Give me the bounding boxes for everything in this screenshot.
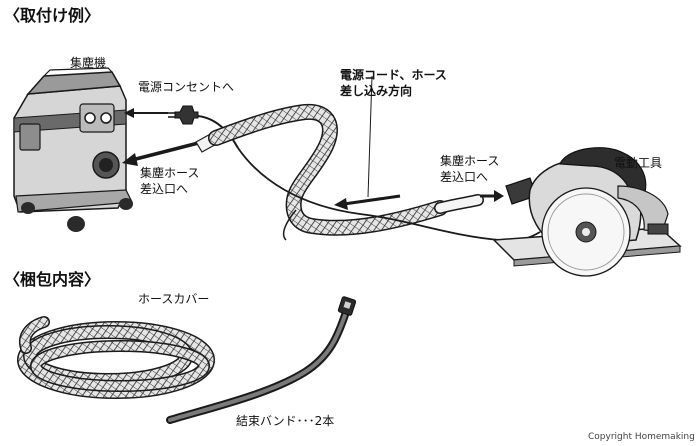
insertion-direction-arrow: [334, 75, 401, 210]
arrow-to-tool-port: [480, 190, 504, 202]
copyright-text: Copyright Homemaking: [588, 432, 695, 442]
label-tool-port-line2: 差込口へ: [440, 170, 489, 184]
section-title-contents: 〈梱包内容〉: [4, 270, 101, 289]
cable-tie-illustration: [166, 296, 357, 424]
label-power-outlet: 電源コンセントへ: [138, 80, 235, 94]
label-collector-port-line2: 差込口へ: [140, 182, 189, 196]
hose-cover-illustration: [17, 316, 215, 399]
label-direction-line1: 電源コード、ホース: [340, 68, 447, 82]
circular-saw-illustration: [492, 147, 682, 277]
label-hose-cover: ホースカバー: [138, 292, 210, 306]
hose-with-cover: [195, 103, 484, 241]
power-plug-illustration: [168, 105, 239, 149]
label-direction-line2: 差し込み方向: [340, 84, 413, 98]
arrow-to-outlet: [124, 108, 168, 118]
dust-collector-illustration: [13, 67, 133, 232]
section-title-installation: 〈取付け例〉: [4, 6, 101, 25]
label-cable-tie: 結束バンド･･･2本: [236, 414, 335, 428]
label-collector-port-line1: 集塵ホース: [140, 166, 200, 180]
label-tool-port-line1: 集塵ホース: [440, 154, 500, 168]
label-power-tool: 電動工具: [614, 156, 663, 170]
label-dust-collector: 集塵機: [70, 56, 107, 70]
